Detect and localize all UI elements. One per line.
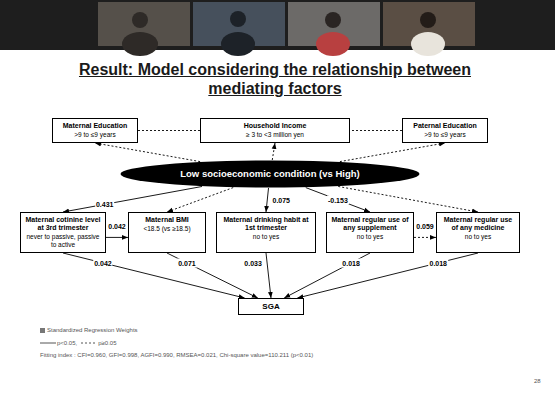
mediator-box: Maternal regular use of any medicineno t…	[436, 212, 520, 253]
line-sample	[40, 340, 56, 346]
slide-title: Result: Model considering the relationsh…	[65, 60, 485, 98]
path-arrow	[338, 186, 478, 212]
path-arrow	[138, 130, 200, 131]
path-arrow	[266, 188, 269, 212]
path-coefficient: 0.018	[341, 258, 361, 267]
legend-text: p≥0.05	[98, 340, 116, 346]
node-heading: Paternal Education	[407, 122, 483, 130]
node-heading: Household Income	[205, 122, 345, 130]
path-arrow	[297, 253, 478, 298]
path-arrow	[106, 237, 128, 238]
node-detail: no to yes	[441, 233, 515, 240]
path-arrow	[340, 143, 445, 162]
path-arrow	[414, 237, 436, 238]
path-arrow	[95, 143, 200, 162]
path-coefficient: 0.042	[93, 258, 113, 267]
legend-text: p<0.05,	[57, 340, 77, 346]
node-heading: Maternal BMI	[133, 216, 201, 224]
variable-box: Maternal Education>9 to ≤9 years	[52, 118, 138, 143]
legend-item: p<0.05,	[40, 340, 77, 346]
node-detail: no to yes	[331, 233, 409, 240]
variable-box: Paternal Education>9 to ≤9 years	[402, 118, 488, 143]
node-heading: SGA	[243, 302, 299, 311]
mediator-box: Maternal drinking habit at 1st trimester…	[216, 212, 316, 253]
variable-box: Household Income≥ 3 to <3 million yen	[200, 118, 350, 143]
fit-index-text: Fitting index : CFI=0.960, GFI=0.998, AG…	[40, 352, 313, 359]
participant-tiles	[98, 2, 475, 56]
path-arrow	[284, 253, 370, 298]
path-arrow	[266, 253, 271, 298]
path-arrow	[306, 188, 370, 212]
node-heading: Maternal cotinine level at 3rd trimester	[25, 216, 101, 232]
bullet-square	[40, 328, 45, 333]
page-number: 28	[534, 378, 541, 385]
node-detail: no to yes	[221, 233, 311, 240]
path-arrow	[63, 253, 245, 298]
path-coefficient: 0.075	[271, 195, 291, 204]
node-detail: >9 to ≤9 years	[407, 131, 483, 138]
mediator-box: Maternal cotinine level at 3rd trimester…	[20, 212, 106, 253]
mediator-box: Maternal regular use of any supplementno…	[326, 212, 414, 253]
mediator-box: Maternal BMI<18.5 (vs ≥18.5)	[128, 212, 206, 253]
node-detail: ≥ 3 to <3 million yen	[205, 131, 345, 138]
path-coefficient: -0.153	[327, 195, 349, 204]
path-arrow	[350, 130, 402, 131]
legend-item: p≥0.05	[81, 340, 116, 346]
latent-ellipse: Low socioeconomic condition (vs High)	[120, 160, 420, 188]
path-arrow	[167, 188, 233, 212]
node-detail: >9 to ≤9 years	[57, 131, 133, 138]
path-coefficient: 0.059	[415, 222, 435, 231]
line-sample	[81, 340, 97, 346]
node-heading: Maternal regular use of any medicine	[441, 216, 515, 232]
note-text: Standardized Regression Weights	[47, 327, 138, 334]
path-coefficient: 0.071	[177, 258, 197, 267]
path-arrow	[272, 143, 275, 160]
node-heading: Maternal Education	[57, 122, 133, 130]
path-arrow	[63, 186, 202, 212]
node-detail: never to passive, passive to active	[25, 233, 101, 248]
node-detail: <18.5 (vs ≥18.5)	[133, 225, 201, 232]
path-coefficient: 0.042	[107, 222, 127, 231]
node-heading: Low socioeconomic condition (vs High)	[180, 169, 359, 180]
call-bar	[0, 0, 555, 50]
path-coefficient: 0.033	[243, 258, 263, 267]
outcome-box: SGA	[238, 298, 304, 315]
path-coefficient: 0.431	[95, 200, 115, 209]
path-coefficient: 0.018	[429, 258, 449, 267]
node-heading: Maternal drinking habit at 1st trimester	[221, 216, 311, 232]
line-legend: p<0.05, p≥0.05	[40, 340, 121, 346]
node-heading: Maternal regular use of any supplement	[331, 216, 409, 232]
